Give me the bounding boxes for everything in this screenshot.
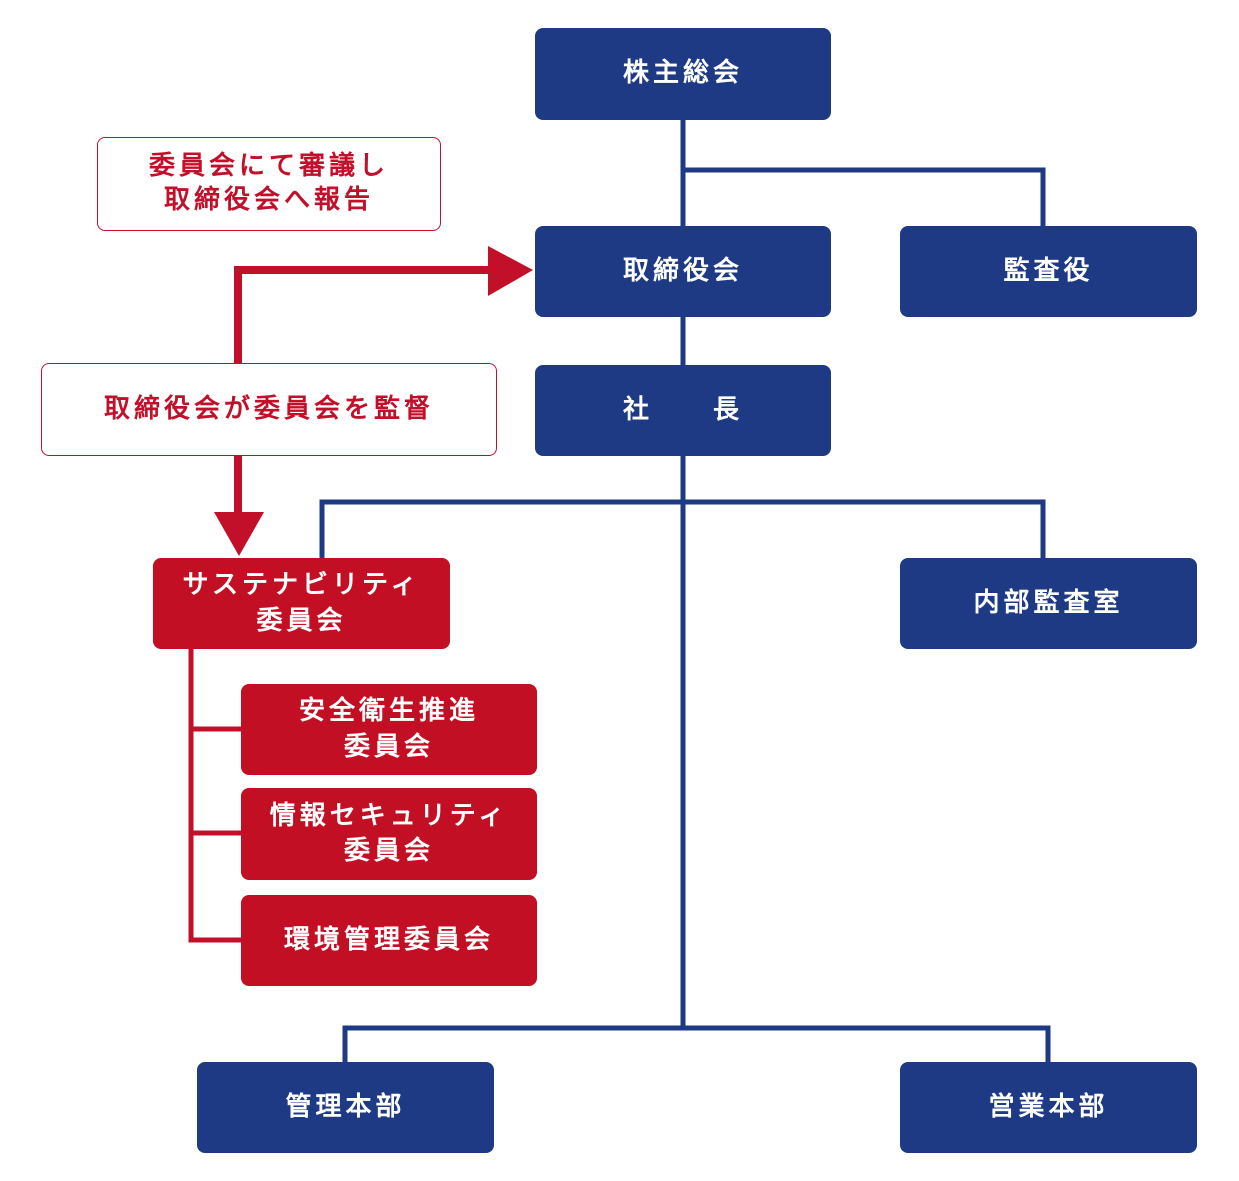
note-committee-report-line1: 委員会にて審議し <box>148 151 389 182</box>
arrow-line-to-board <box>234 266 494 366</box>
arrow-head-to-board <box>488 246 533 296</box>
node-environmental-committee-label: 環境管理委員会 <box>283 924 494 955</box>
node-president: 社 長 <box>535 365 831 456</box>
node-internal-audit-office: 内部監査室 <box>900 558 1197 649</box>
line-shareholders-to-auditor <box>683 167 1046 226</box>
node-safety-health-committee: 安全衛生推進 委員会 <box>241 684 537 775</box>
node-internal-audit-office-label: 内部監査室 <box>973 587 1124 618</box>
node-board-of-directors-label: 取締役会 <box>622 255 743 286</box>
note-committee-report-line2: 取締役会へ報告 <box>163 185 374 215</box>
node-info-security-committee-line2: 委員会 <box>343 836 434 866</box>
node-administration-division-label: 管理本部 <box>285 1091 406 1122</box>
note-board-supervises-label: 取締役会が委員会を監督 <box>103 393 434 424</box>
node-sales-division: 営業本部 <box>900 1062 1197 1153</box>
node-info-security-committee: 情報セキュリティ 委員会 <box>241 788 537 880</box>
node-sustainability-committee-line2: 委員会 <box>256 605 347 636</box>
node-sustainability-committee-line1: サステナビリティ <box>182 570 421 601</box>
line-president-to-branches <box>319 499 1046 558</box>
node-administration-division: 管理本部 <box>197 1062 494 1153</box>
node-president-label: 社 長 <box>622 394 743 425</box>
node-safety-health-committee-line1: 安全衛生推進 <box>298 696 479 727</box>
note-board-supervises: 取締役会が委員会を監督 <box>41 363 497 456</box>
node-auditor: 監査役 <box>900 226 1197 317</box>
node-sustainability-committee: サステナビリティ 委員会 <box>153 558 450 649</box>
node-auditor-label: 監査役 <box>1003 255 1094 286</box>
line-sustainability-to-subcommittees <box>188 649 241 943</box>
node-board-of-directors: 取締役会 <box>535 226 831 317</box>
arrow-head-to-committee <box>214 512 264 556</box>
node-sales-division-label: 営業本部 <box>988 1091 1109 1122</box>
node-safety-health-committee-line2: 委員会 <box>343 731 434 762</box>
node-info-security-committee-line1: 情報セキュリティ <box>269 800 509 831</box>
node-shareholders-meeting: 株主総会 <box>535 28 831 120</box>
node-shareholders-meeting-label: 株主総会 <box>622 58 743 89</box>
note-committee-report: 委員会にて審議し 取締役会へ報告 <box>97 137 441 231</box>
node-environmental-committee: 環境管理委員会 <box>241 895 537 986</box>
line-president-to-divisions <box>342 1025 1051 1062</box>
